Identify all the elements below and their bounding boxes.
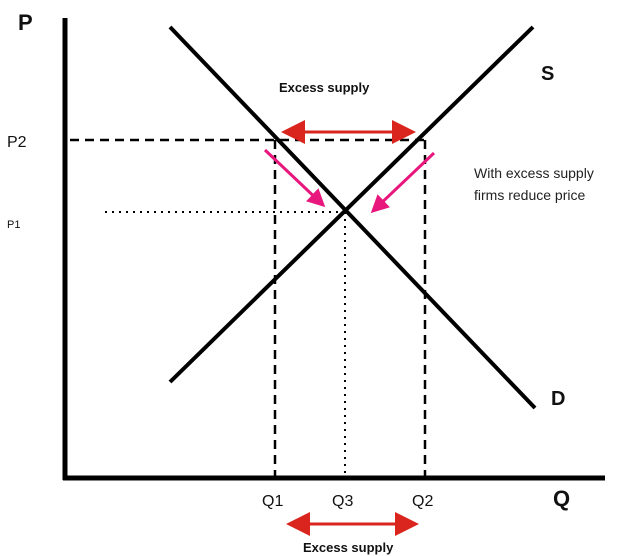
q3-label: Q3: [332, 493, 353, 510]
x-axis-label: Q: [553, 486, 570, 511]
note-line-2: firms reduce price: [474, 187, 585, 203]
supply-curve-label: S: [541, 63, 554, 85]
p1-label: P1: [7, 219, 20, 231]
price-fall-arrow-left: [263, 148, 326, 208]
excess-supply-label-top: Excess supply: [279, 80, 370, 95]
q2-label: Q2: [412, 493, 433, 510]
q1-label: Q1: [262, 493, 283, 510]
demand-curve: [168, 25, 537, 410]
p2-label: P2: [7, 134, 27, 151]
note-line-1: With excess supply: [474, 165, 594, 181]
demand-curve-label: D: [551, 388, 565, 410]
excess-supply-label-bottom: Excess supply: [303, 540, 394, 555]
y-axis-label: P: [18, 10, 33, 35]
supply-curve: [168, 25, 535, 384]
price-fall-arrow-right: [370, 151, 436, 214]
